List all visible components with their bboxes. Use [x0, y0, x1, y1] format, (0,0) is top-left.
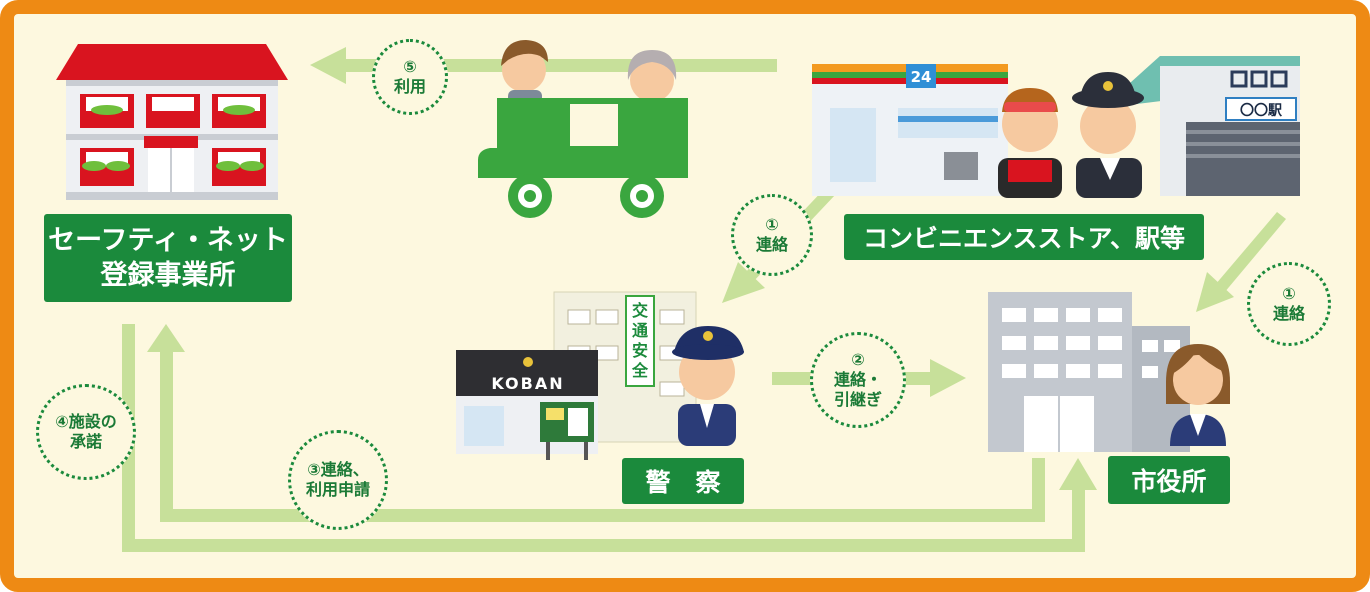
- police-officer-illustration: [672, 326, 744, 446]
- city-hall-label-text: 市役所: [1131, 467, 1207, 496]
- traffic-sign-char-1: 交: [632, 301, 648, 320]
- city-staff-illustration: [1166, 344, 1230, 446]
- step4-label-line1: ④施設の: [55, 412, 117, 431]
- station-illustration: 〇〇駅: [1120, 56, 1300, 196]
- safety-net-label: セーフティ・ネット 登録事業所: [44, 214, 292, 302]
- step3-label-line2: 利用申請: [305, 480, 370, 499]
- police-label-text: 警 察: [645, 468, 721, 497]
- city-hall-illustration: [988, 292, 1190, 452]
- step5-badge: ⑤ 利用: [372, 39, 448, 115]
- step5-number: ⑤: [403, 57, 417, 76]
- safety-net-label-line2: 登録事業所: [100, 260, 236, 291]
- step3-badge: ③連絡、 利用申請: [288, 430, 388, 530]
- step3-label-line1: ③連絡、: [307, 460, 369, 479]
- police-box-illustration: 交 通 安 全 KOBAN: [456, 291, 697, 460]
- safety-net-label-line1: セーフティ・ネット: [48, 224, 288, 256]
- police-label: 警 察: [622, 458, 744, 504]
- diagram-canvas: 24 〇〇駅: [56, 40, 1300, 552]
- koban-sign: KOBAN: [491, 374, 564, 393]
- step1-left-number: ①: [765, 215, 779, 234]
- clerk-and-station-staff-illustration: [998, 72, 1144, 198]
- step2-badge: ② 連絡・ 引継ぎ: [810, 332, 906, 428]
- step2-label-line2: 引継ぎ: [833, 390, 882, 409]
- step5-label: 利用: [393, 77, 426, 96]
- arrow-step1-right: [1196, 212, 1286, 312]
- store-number-sign: 24: [911, 68, 932, 86]
- step1-left-badge: ① 連絡: [731, 194, 813, 276]
- traffic-sign-char-4: 全: [631, 361, 649, 380]
- store-label: コンビニエンスストア、駅等: [844, 214, 1204, 260]
- arrow-step3: [147, 324, 1045, 522]
- station-name-sign: 〇〇駅: [1240, 102, 1283, 119]
- car-illustration: [478, 40, 688, 218]
- step2-number: ②: [851, 350, 865, 369]
- step1-left-label: 連絡: [755, 235, 788, 254]
- store-label-text: コンビニエンスストア、駅等: [862, 224, 1185, 253]
- step4-label-line2: 承諾: [69, 432, 102, 451]
- facility-building-illustration: [56, 44, 288, 200]
- step1-right-label: 連絡: [1272, 304, 1305, 323]
- arrow-step4: [122, 324, 1097, 552]
- traffic-sign-char-2: 通: [632, 321, 648, 340]
- convenience-store-illustration: 24: [812, 64, 1008, 196]
- traffic-sign-char-3: 安: [632, 341, 648, 360]
- step1-right-number: ①: [1282, 284, 1296, 303]
- step2-label-line1: 連絡・: [833, 370, 882, 389]
- step1-right-badge: ① 連絡: [1247, 262, 1331, 346]
- arrows: [122, 47, 1286, 552]
- step4-badge: ④施設の 承諾: [36, 384, 136, 480]
- city-hall-label: 市役所: [1108, 456, 1230, 504]
